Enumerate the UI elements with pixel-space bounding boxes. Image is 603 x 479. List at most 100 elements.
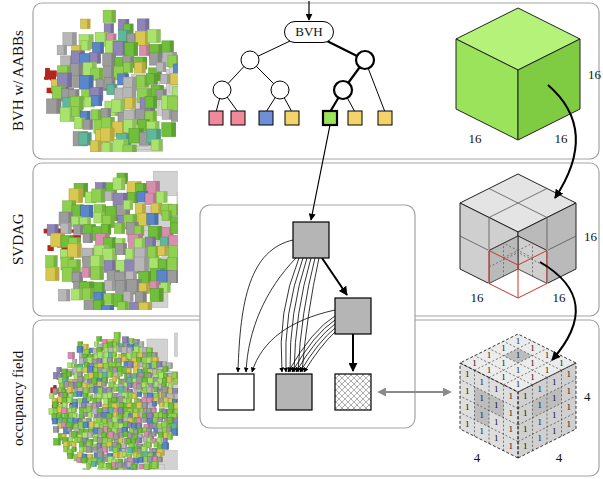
- zoom-arrow: [540, 262, 576, 360]
- voxel: [90, 52, 101, 63]
- cube-outline: [518, 363, 576, 458]
- voxel: [137, 402, 143, 408]
- voxel-shade: [70, 427, 71, 431]
- voxel: [88, 413, 93, 418]
- voxel-shade: [72, 33, 76, 46]
- voxel: [89, 387, 94, 392]
- voxel-shade: [121, 178, 125, 190]
- voxel: [147, 74, 158, 85]
- voxel: [103, 143, 113, 152]
- voxel: [134, 238, 145, 249]
- voxel-shade: [106, 432, 108, 437]
- voxel-shade: [86, 458, 88, 463]
- occupancy-bit: 1: [480, 394, 485, 403]
- voxel: [101, 128, 114, 141]
- voxel: [174, 393, 178, 400]
- voxel-render: [44, 171, 178, 310]
- voxel: [68, 363, 73, 368]
- voxel: [108, 422, 114, 428]
- voxel: [68, 453, 74, 459]
- voxel: [112, 99, 125, 112]
- voxel-shade: [111, 24, 114, 33]
- voxel-shade: [120, 358, 122, 363]
- voxel: [74, 225, 83, 234]
- voxel: [167, 434, 173, 440]
- voxel-shade: [159, 288, 163, 301]
- voxel: [68, 244, 82, 258]
- occupancy-bit: 1: [501, 373, 506, 382]
- voxel: [168, 270, 178, 282]
- voxel-shade: [140, 392, 141, 396]
- voxel: [142, 447, 147, 452]
- voxel: [152, 448, 157, 453]
- occupancy-bit: 1: [465, 370, 470, 379]
- voxel: [132, 424, 138, 430]
- voxel: [163, 438, 167, 442]
- voxel: [134, 257, 149, 272]
- dag-node-square: [218, 374, 254, 410]
- voxel: [127, 462, 132, 467]
- voxel: [67, 397, 72, 402]
- voxel: [147, 213, 158, 224]
- voxel: [135, 292, 146, 303]
- leaf-to-dag-arrow: [311, 125, 330, 220]
- voxel: [83, 233, 93, 243]
- occupancy-bit: 1: [538, 385, 543, 394]
- voxel: [87, 447, 93, 453]
- voxel-shade: [131, 469, 133, 470]
- voxel-shade: [146, 403, 148, 409]
- occupancy-bit: 1: [516, 366, 521, 375]
- voxel-shade: [171, 123, 175, 137]
- voxel-shade: [135, 439, 136, 443]
- voxel: [147, 442, 152, 447]
- voxel: [69, 189, 83, 203]
- voxel: [145, 96, 157, 108]
- voxel-render: [49, 332, 178, 470]
- voxel-shade: [150, 437, 151, 441]
- voxel: [74, 424, 79, 429]
- background-block: [175, 333, 178, 356]
- occupancy-bit: 1: [494, 401, 499, 410]
- occupancy-bit: 1: [465, 420, 470, 429]
- voxel-shade: [125, 302, 128, 310]
- voxel: [168, 384, 173, 389]
- voxel-shade: [142, 62, 145, 73]
- grid-line: [561, 370, 562, 436]
- occupancy-bit: 1: [516, 337, 521, 346]
- voxel-shade: [145, 383, 147, 388]
- voxel-shade: [55, 267, 59, 280]
- voxel: [92, 462, 97, 467]
- voxel: [98, 352, 104, 358]
- voxel: [159, 403, 164, 408]
- dag-edge: [296, 324, 335, 372]
- voxel-shade: [142, 464, 143, 468]
- voxel: [116, 244, 127, 255]
- occupancy-bit: 1: [509, 409, 514, 418]
- occupancy-bit: 1: [509, 442, 514, 451]
- voxel: [90, 141, 101, 152]
- voxel-renders: [44, 10, 209, 479]
- voxel-shade: [66, 408, 68, 414]
- tree-leaf-aabb: [323, 111, 337, 125]
- voxel: [114, 332, 120, 338]
- voxel: [143, 364, 147, 368]
- cut-edge: [518, 284, 547, 299]
- background-block: [155, 451, 178, 470]
- voxel-shade: [116, 347, 117, 352]
- voxel-shade: [130, 438, 132, 443]
- dag-node-square: [335, 374, 371, 410]
- voxel: [113, 347, 118, 352]
- voxel: [139, 45, 149, 55]
- voxel: [79, 133, 91, 145]
- voxel: [82, 458, 87, 463]
- voxel: [72, 447, 76, 451]
- dag-edge: [352, 334, 354, 371]
- voxel: [147, 437, 151, 441]
- voxel-shade: [71, 387, 73, 393]
- occupancy-bit: 1: [538, 401, 543, 410]
- voxel-shade: [150, 429, 152, 434]
- occupancy-bit: 1: [530, 344, 535, 353]
- voxel: [97, 337, 102, 342]
- voxel-shade: [132, 447, 134, 453]
